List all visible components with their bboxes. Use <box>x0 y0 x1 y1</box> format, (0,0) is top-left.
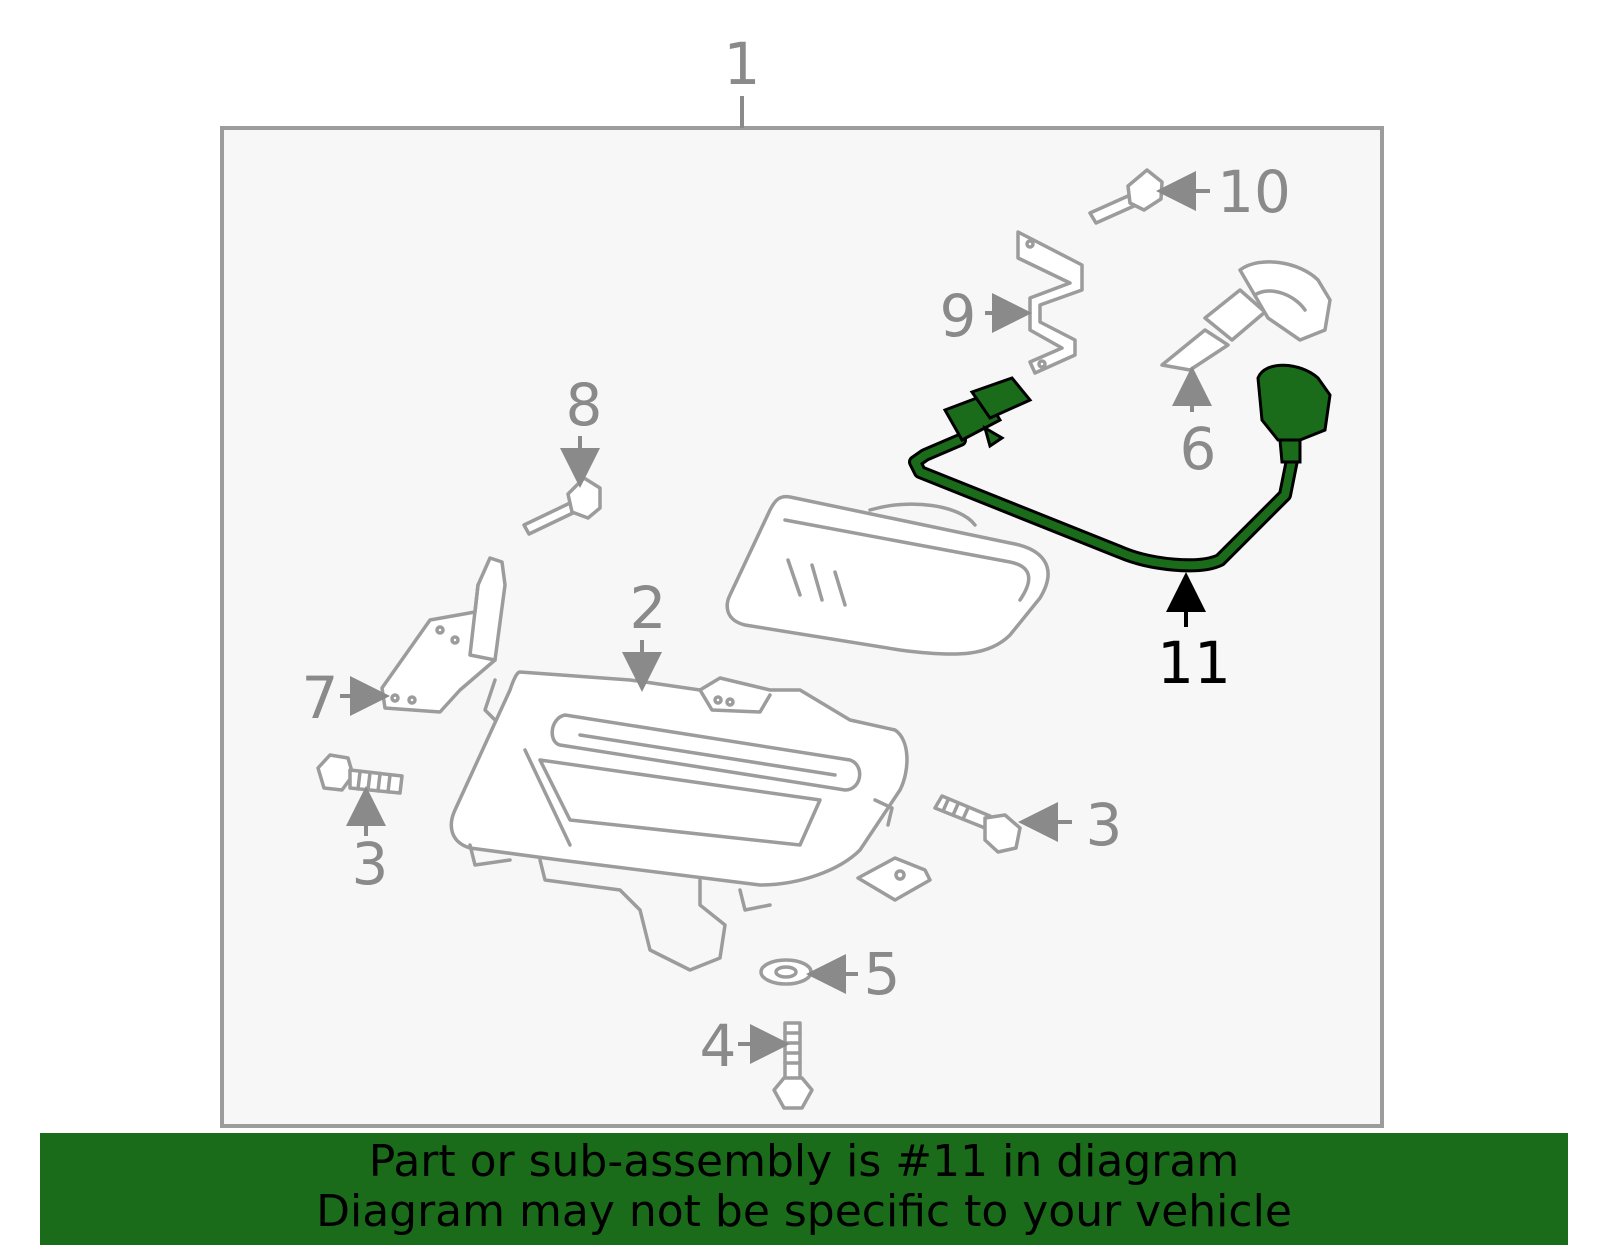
fog-lamp-housing-part-2 <box>449 670 909 972</box>
callout-8: 8 <box>566 371 603 439</box>
banner-line-1: Part or sub-assembly is #11 in diagram <box>368 1136 1240 1187</box>
callout-6: 6 <box>1180 415 1217 483</box>
bolt-part-3-right <box>933 794 1022 854</box>
callout-10: 10 <box>1217 158 1291 226</box>
fog-lamp-lens <box>725 494 1050 656</box>
screw-part-8 <box>522 476 602 536</box>
callout-11: 11 <box>1157 629 1231 697</box>
callout-9: 9 <box>940 282 977 350</box>
washer-part-5 <box>759 958 813 986</box>
callout-4: 4 <box>700 1012 737 1080</box>
callout-5: 5 <box>864 940 901 1008</box>
callout-7: 7 <box>302 664 339 732</box>
screw-part-10 <box>1088 168 1164 225</box>
wiring-harness-part-11 <box>908 363 1332 573</box>
callout-2: 2 <box>630 574 667 642</box>
clip <box>856 856 932 902</box>
banner-line-2: Diagram may not be specific to your vehi… <box>316 1186 1292 1237</box>
callout-3-left: 3 <box>352 830 389 898</box>
callout-3-right: 3 <box>1086 791 1123 859</box>
callout-1: 1 <box>724 30 761 98</box>
bracket-part-9 <box>1016 230 1084 375</box>
info-banner: Part or sub-assembly is #11 in diagram D… <box>40 1133 1568 1245</box>
